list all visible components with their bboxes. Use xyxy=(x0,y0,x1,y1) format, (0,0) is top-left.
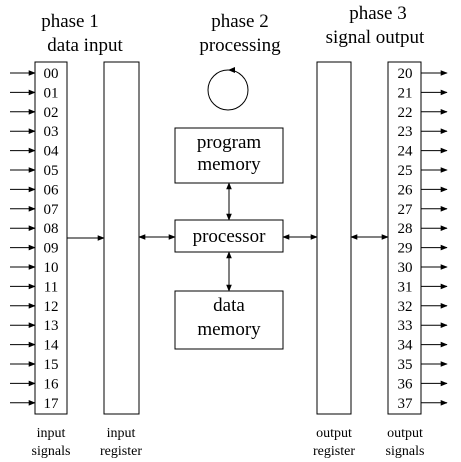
output-register-label-2: register xyxy=(313,444,355,459)
input-signal-06: 06 xyxy=(44,182,60,198)
input-signal-01: 01 xyxy=(44,85,59,101)
phase-2-subtitle: processing xyxy=(199,35,281,56)
phase-3-title: phase 3 xyxy=(349,3,407,24)
output-signals-column xyxy=(387,61,422,415)
input-signal-04: 04 xyxy=(44,144,60,160)
input-signal-17: 17 xyxy=(44,396,60,412)
input-signal-14: 14 xyxy=(44,338,60,354)
input-signal-15: 15 xyxy=(44,357,59,373)
output-signal-37: 37 xyxy=(398,396,414,412)
output-signal-28: 28 xyxy=(398,221,413,237)
input-signal-02: 02 xyxy=(44,105,59,121)
input-signal-13: 13 xyxy=(44,318,59,334)
phase-1-subtitle: data input xyxy=(47,35,123,56)
data-memory-label-1: data xyxy=(213,295,245,316)
input-register-label-1: input xyxy=(107,426,136,441)
input-signals-label-2: signals xyxy=(32,444,71,459)
output-signal-23: 23 xyxy=(398,124,413,140)
input-signal-08: 08 xyxy=(44,221,59,237)
output-signal-20: 20 xyxy=(398,66,413,82)
output-signals-label-1: output xyxy=(387,426,423,441)
output-signals-label-2: signals xyxy=(386,444,425,459)
input-signal-00: 00 xyxy=(44,66,59,82)
input-signal-10: 10 xyxy=(44,260,59,276)
output-register-label-1: output xyxy=(316,426,352,441)
input-signal-12: 12 xyxy=(44,299,59,315)
input-register-label-2: register xyxy=(100,444,142,459)
program-memory-label-2: memory xyxy=(197,154,261,175)
output-signal-21: 21 xyxy=(398,85,413,101)
output-signal-35: 35 xyxy=(398,357,413,373)
input-register-box xyxy=(103,61,140,415)
input-signal-07: 07 xyxy=(44,202,60,218)
input-signal-09: 09 xyxy=(44,241,59,257)
phase-2-title: phase 2 xyxy=(211,11,269,32)
output-signal-33: 33 xyxy=(398,318,413,334)
input-signal-11: 11 xyxy=(44,279,58,295)
output-signal-34: 34 xyxy=(398,338,414,354)
output-signal-29: 29 xyxy=(398,241,413,257)
output-signal-22: 22 xyxy=(398,105,413,121)
output-signal-list: 20 21 22 23 24 25 26 27 28 29 30 31 32 33 34 35 36 37 xyxy=(398,66,448,412)
input-signals-label-1: input xyxy=(37,426,66,441)
output-signal-24: 24 xyxy=(398,144,414,160)
input-signal-03: 03 xyxy=(44,124,59,140)
processor-label: processor xyxy=(193,226,266,247)
input-signal-05: 05 xyxy=(44,163,59,179)
phase-1-title: phase 1 xyxy=(41,11,99,32)
data-memory-label-2: memory xyxy=(197,319,261,340)
circular-arrow-icon xyxy=(207,67,249,111)
output-signal-32: 32 xyxy=(398,299,413,315)
output-signal-36: 36 xyxy=(398,376,414,392)
phase-3-subtitle: signal output xyxy=(326,27,425,48)
output-signal-27: 27 xyxy=(398,202,414,218)
output-signal-30: 30 xyxy=(398,260,413,276)
output-signal-31: 31 xyxy=(398,279,413,295)
output-signal-25: 25 xyxy=(398,163,413,179)
output-signal-26: 26 xyxy=(398,182,414,198)
input-signal-list: 00 01 02 03 04 05 06 07 08 09 10 11 12 13 14 15 16 17 xyxy=(10,66,59,412)
program-memory-label-1: program xyxy=(197,132,262,153)
output-register-box xyxy=(316,61,352,415)
input-signal-16: 16 xyxy=(44,376,60,392)
